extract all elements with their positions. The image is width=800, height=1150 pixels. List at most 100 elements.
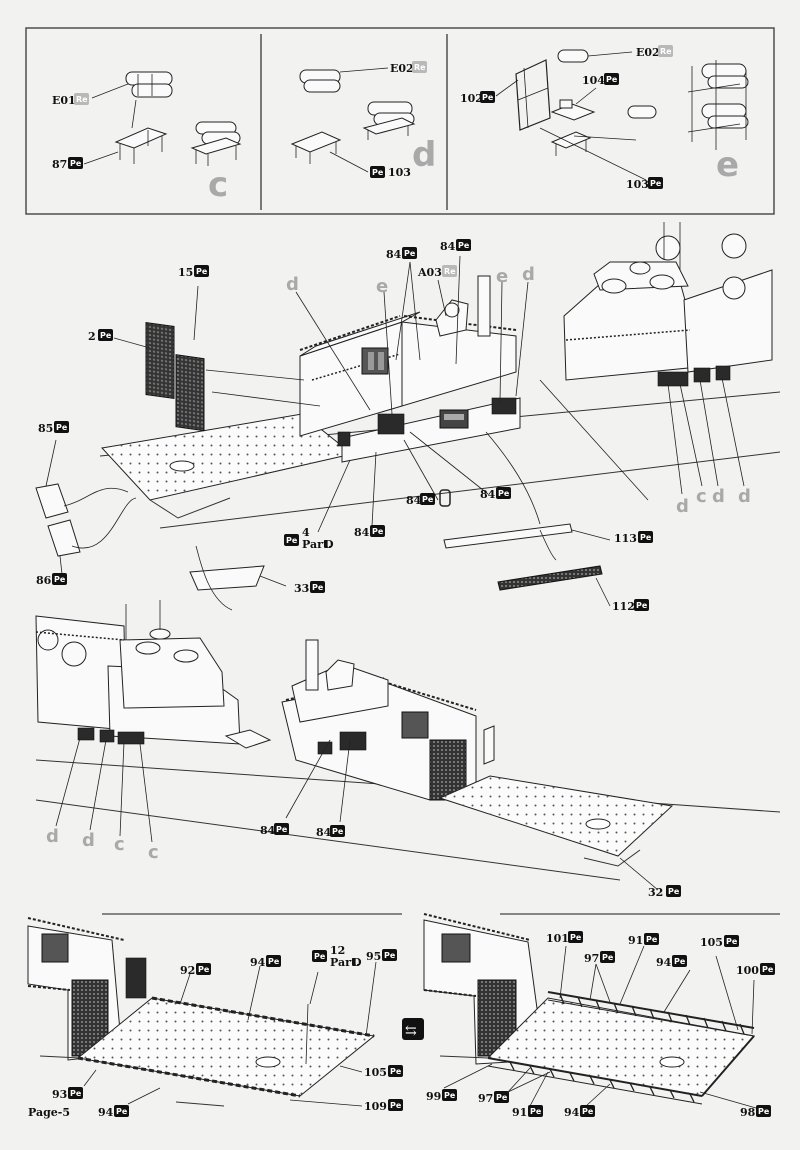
svg-text:Pe: Pe — [390, 1067, 402, 1076]
assembled-raft-d-drawing — [362, 101, 416, 140]
pe-tag: Pe — [480, 91, 495, 103]
part-label-84: 84 — [386, 248, 402, 261]
pe-tag: Pe — [382, 949, 397, 961]
funnel-mast — [305, 639, 319, 691]
svg-text:Pe: Pe — [70, 159, 82, 168]
svg-text:Pe: Pe — [56, 423, 68, 432]
svg-text:Pe: Pe — [444, 1091, 456, 1100]
liferaft-drawing — [627, 105, 657, 119]
launcher-block — [361, 347, 389, 375]
sub-assembly-c: E01 Re 87 Pe c — [52, 71, 242, 205]
page-number: Page-5 — [28, 1106, 70, 1119]
pe-tag: Pe — [388, 1065, 403, 1077]
part-label-109: 109 — [364, 1100, 387, 1113]
pe-tag: Pe — [388, 1099, 403, 1111]
re-tag: Re — [442, 265, 457, 277]
pe-tag: Pe — [672, 955, 687, 967]
sub-assembly-d: E02 Re Pe 103 d — [290, 61, 436, 179]
part-label-113: 113 — [614, 532, 637, 545]
pe-tag: Pe — [68, 1087, 83, 1099]
part-reference-4d: Pe 4 Part. D — [284, 526, 334, 551]
part-label-94: 94 — [98, 1106, 114, 1119]
part-label-101: 101 — [546, 932, 569, 945]
svg-text:Pe: Pe — [762, 965, 774, 974]
top-sub-assembly-frame — [25, 27, 775, 215]
svg-text:Pe: Pe — [54, 575, 66, 584]
part-label-84: 84 — [480, 488, 496, 501]
svg-text:D: D — [324, 538, 334, 551]
svg-text:Pe: Pe — [570, 933, 582, 942]
grating-panel-15 — [175, 354, 205, 432]
rail-113-drawing — [443, 523, 573, 549]
pe-tag: Pe — [420, 493, 435, 505]
pe-tag: Pe — [266, 955, 281, 967]
re-tag: Re — [658, 45, 673, 57]
svg-text:Pe: Pe — [70, 1089, 82, 1098]
swap-arrow-icon: ⇆ — [402, 1018, 424, 1040]
part-label-84: 84 — [406, 494, 422, 507]
step-middle-assembly: 84 Pe 84 Pe 32 Pe d d c c — [35, 600, 781, 899]
part-label-84: 84 — [440, 240, 456, 253]
svg-text:Pe: Pe — [390, 1101, 402, 1110]
pe-tag: Pe — [370, 525, 385, 537]
svg-text:Pe: Pe — [530, 1107, 542, 1116]
part-label-86: 86 — [36, 574, 52, 587]
part-label-98: 98 — [740, 1106, 756, 1119]
pe-tag: Pe — [330, 825, 345, 837]
part-reference-12d: Pe 12 Part. D — [312, 944, 362, 969]
pe-tag: Pe — [54, 421, 69, 433]
svg-text:Pe: Pe — [314, 952, 326, 961]
pe-tag: Pe — [442, 1089, 457, 1101]
svg-text:Pe: Pe — [276, 825, 288, 834]
svg-text:Pe: Pe — [404, 249, 416, 258]
pe-tag: Pe — [310, 581, 325, 593]
svg-text:Pe: Pe — [636, 601, 648, 610]
part-label-99: 99 — [426, 1090, 441, 1103]
part-label-105: 105 — [700, 936, 723, 949]
sub-letter-c: c — [208, 165, 228, 205]
part-label-94: 94 — [564, 1106, 580, 1119]
svg-text:Pe: Pe — [758, 1107, 770, 1116]
pe-tag: Pe — [274, 823, 289, 835]
part-label-e02: E02 — [636, 46, 660, 59]
forward-superstructure — [563, 222, 773, 387]
svg-text:Pe: Pe — [198, 965, 210, 974]
gun-turret — [325, 659, 355, 691]
svg-text:Pe: Pe — [372, 527, 384, 536]
part-label-112: 112 — [612, 600, 635, 613]
part-33-drawing — [189, 565, 265, 591]
sub-letter-c: c — [696, 486, 707, 507]
pe-tag: Pe — [196, 963, 211, 975]
part-label-a03: A03 — [417, 266, 442, 279]
part-label-97: 97 — [584, 952, 599, 965]
part-84-drawing — [439, 489, 451, 507]
part-label-84: 84 — [316, 826, 332, 839]
pe-tag: Pe — [634, 599, 649, 611]
svg-text:Pe: Pe — [372, 168, 384, 177]
funnel-mast — [477, 275, 491, 337]
sub-assembly-e: E02 Re 102 Pe 104 Pe 103 Pe e — [460, 45, 749, 191]
svg-text:Re: Re — [660, 47, 672, 56]
sub-letter-d: d — [286, 274, 299, 295]
svg-text:Pe: Pe — [422, 495, 434, 504]
antenna-mast — [305, 1003, 309, 1065]
svg-text:Pe: Pe — [498, 489, 510, 498]
pe-tag: Pe — [370, 166, 385, 178]
pe-tag: Pe — [456, 239, 471, 251]
svg-text:Pe: Pe — [496, 1093, 508, 1102]
part-label-87: 87 — [52, 158, 67, 171]
assembled-raft-e-drawing — [687, 60, 749, 150]
part-86-drawing — [47, 519, 81, 557]
svg-text:Pe: Pe — [640, 533, 652, 542]
raft-cradle-drawing — [114, 99, 168, 164]
pe-tag: Pe — [604, 73, 619, 85]
part-label-94: 94 — [656, 956, 672, 969]
svg-text:Pe: Pe — [646, 935, 658, 944]
pe-tag: Pe — [402, 247, 417, 259]
pe-tag: Pe — [98, 329, 113, 341]
sub-letter-d: d — [738, 486, 751, 507]
sub-letter-c: c — [148, 842, 159, 863]
launcher-block — [439, 409, 469, 429]
svg-text:Re: Re — [414, 63, 426, 72]
pe-tag: Pe — [760, 963, 775, 975]
